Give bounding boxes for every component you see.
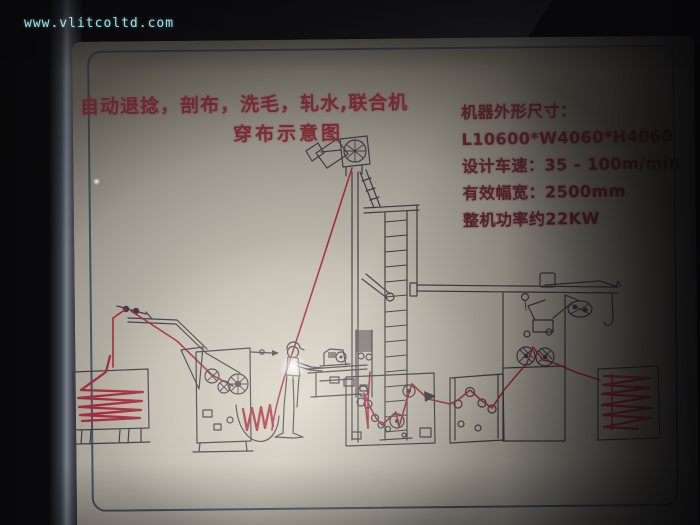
spec-width: 有效幅宽：2500mm <box>462 181 627 204</box>
guide-pulleys <box>112 305 241 387</box>
watermark: www.vlitcoltd.com <box>24 16 175 31</box>
panel-title-line1: 自动退捻，剖布，洗毛，轧水,联合机 <box>79 91 409 119</box>
padder-rollers <box>502 272 601 442</box>
spec-speed: 设计车速：35 - 100m/min <box>461 153 681 177</box>
spec-power: 整机功率约22KW <box>462 208 600 231</box>
squeeze-compartment <box>449 362 528 444</box>
fabric-bin-left <box>72 354 151 445</box>
spec-dimensions: 机器外形尺寸：L10600*W4060*H4060 <box>460 101 674 150</box>
panel-title-line2: 穿布示意图 <box>232 122 344 146</box>
washing-compartment <box>345 372 451 447</box>
scutcher-machine <box>180 346 279 453</box>
spec-list: 机器外形尺寸：L10600*W4060*H4060 设计车速：35 - 100m… <box>461 95 700 234</box>
fabric-bin-right <box>597 365 661 441</box>
tower-ladder <box>351 169 420 443</box>
fabric-path-main <box>271 167 353 431</box>
crane-arm <box>564 280 622 327</box>
